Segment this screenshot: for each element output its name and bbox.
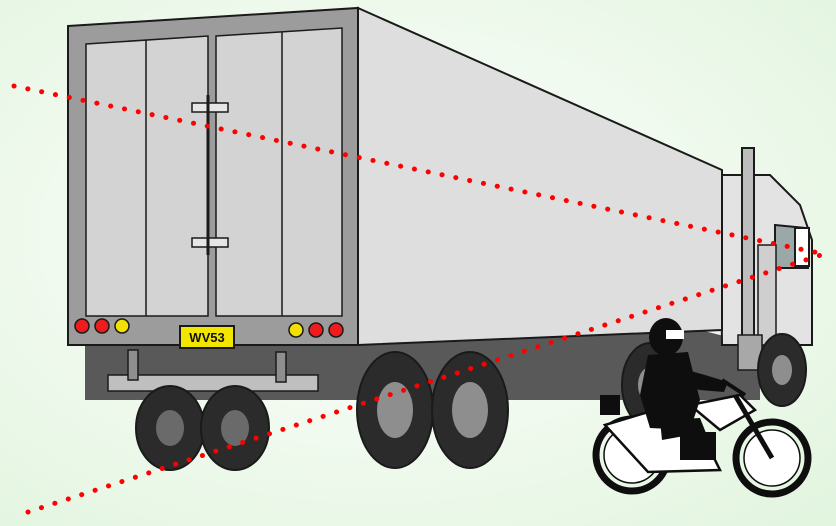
door-latch (192, 103, 228, 112)
tail-light-yellow (115, 319, 129, 333)
left-door (86, 36, 208, 316)
license-plate: WV53 (180, 326, 234, 348)
tail-light-red (329, 323, 343, 337)
tail-light-red (95, 319, 109, 333)
tail-light-yellow (289, 323, 303, 337)
door-latch (192, 238, 228, 247)
tail-light-red (75, 319, 89, 333)
tail-light-red (309, 323, 323, 337)
right-door (216, 28, 342, 316)
exhaust-stack (742, 148, 754, 338)
trailer-rear (68, 8, 358, 345)
license-plate-text: WV53 (189, 330, 224, 345)
